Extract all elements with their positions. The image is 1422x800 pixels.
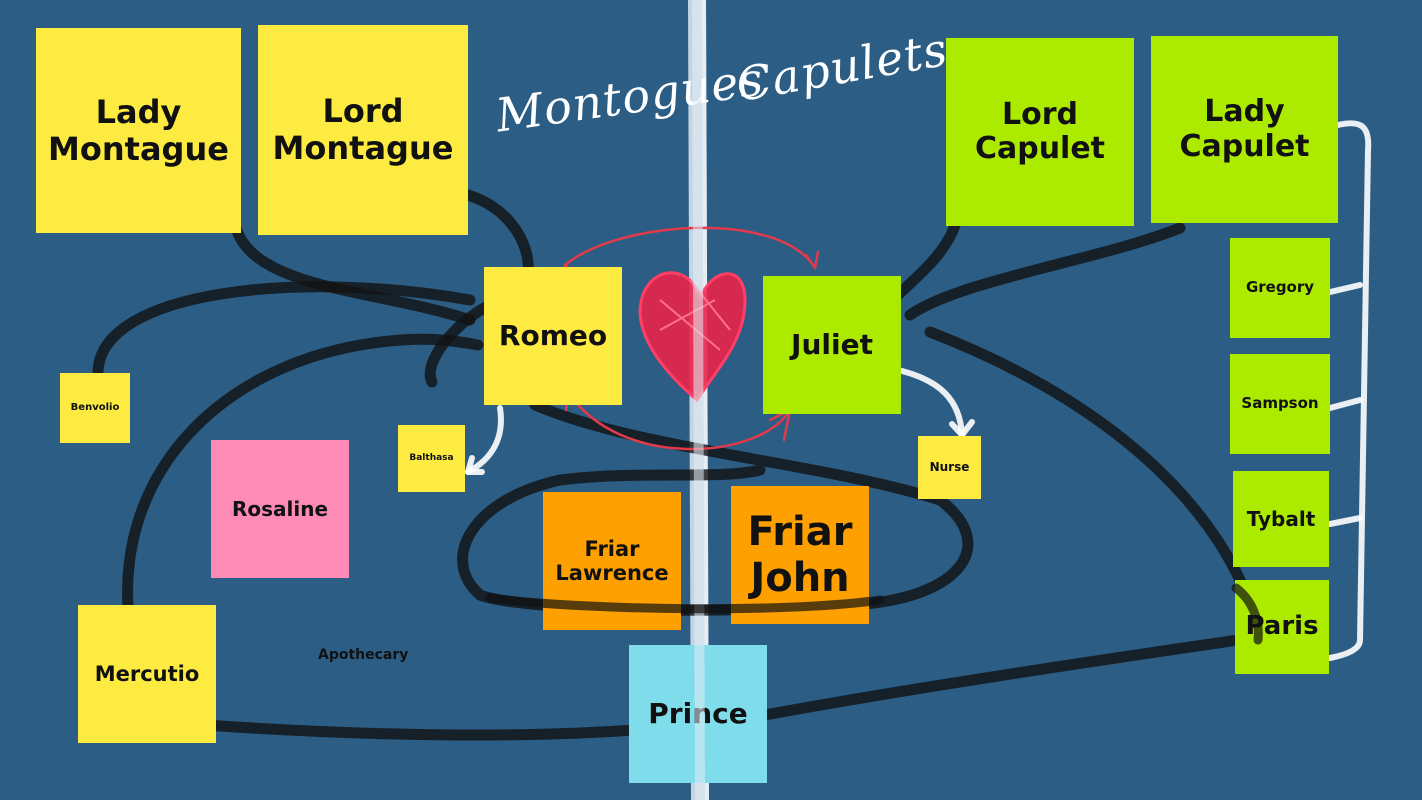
note-benvolio[interactable]: Benvolio (60, 373, 130, 443)
connector-paris-prince (759, 634, 1244, 721)
note-romeo[interactable]: Romeo (484, 267, 622, 405)
note-juliet[interactable]: Juliet (763, 276, 901, 414)
label-apothecary: Apothecary (318, 647, 409, 663)
connector-lady-capulet-juliet (904, 222, 1186, 321)
note-nurse[interactable]: Nurse (918, 436, 981, 499)
note-lady-capulet[interactable]: Lady Capulet (1151, 36, 1338, 223)
note-rosaline[interactable]: Rosaline (211, 440, 349, 578)
connector-friars-loop (457, 399, 974, 616)
connector-mercutio-prince (199, 719, 666, 741)
connector-benvolio-romeo (92, 281, 476, 378)
note-paris[interactable]: Paris (1235, 580, 1329, 674)
connector-paris-juliet (924, 326, 1254, 604)
note-friar-john[interactable]: Friar John (731, 486, 869, 624)
bracket-capulet-servants (1327, 120, 1372, 661)
arrow-juliet-nurse (895, 367, 965, 438)
note-friar-lawrence[interactable]: Friar Lawrence (543, 492, 681, 630)
note-lady-montague[interactable]: Lady Montague (36, 28, 241, 233)
note-lord-capulet[interactable]: Lord Capulet (946, 38, 1134, 226)
note-mercutio[interactable]: Mercutio (78, 605, 216, 743)
heart-icon (638, 271, 747, 403)
connector-lady-montague-romeo (230, 222, 476, 326)
note-gregory[interactable]: Gregory (1230, 238, 1330, 338)
arrow-romeo-balthasa (465, 405, 504, 475)
note-sampson[interactable]: Sampson (1230, 354, 1330, 454)
note-prince[interactable]: Prince (629, 645, 767, 783)
connector-lord-montague-romeo (462, 189, 534, 276)
note-tybalt[interactable]: Tybalt (1233, 471, 1329, 567)
note-lord-montague[interactable]: Lord Montague (258, 25, 468, 235)
connector-mercutio-romeo (122, 333, 484, 614)
arrow-juliet-to-romeo (566, 390, 792, 451)
note-balthasa[interactable]: Balthasa (398, 425, 465, 492)
